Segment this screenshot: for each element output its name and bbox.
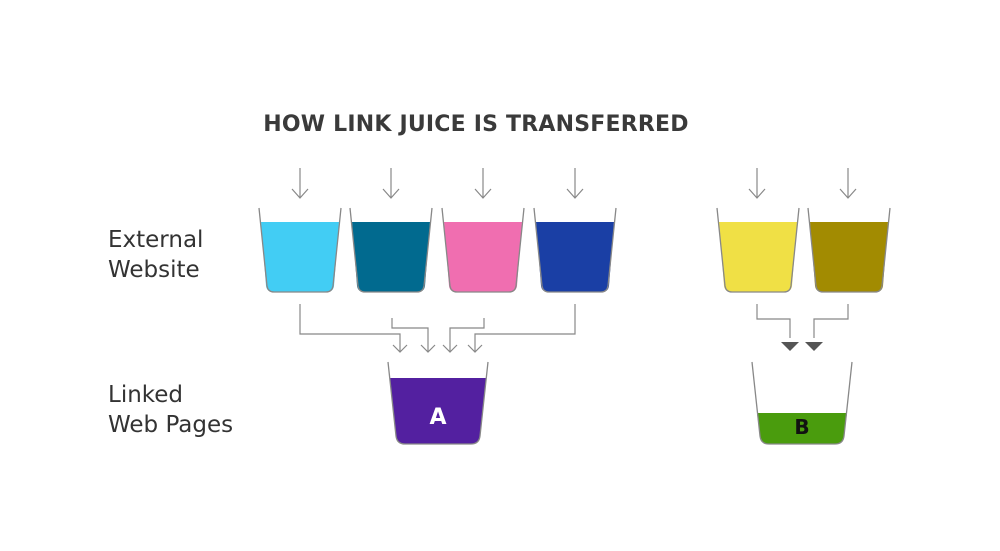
external-label-line2: Website	[108, 257, 200, 283]
page-b-label: B	[794, 415, 809, 439]
linked-label-line1: Linked	[108, 382, 184, 408]
connectors-to-page-a	[299, 304, 576, 353]
external-cup-2	[349, 207, 433, 293]
external-cup-3	[441, 207, 525, 293]
incoming-arrow-5	[748, 168, 766, 199]
external-website-label: External Website	[108, 225, 203, 285]
page-b-cup: B	[751, 361, 853, 445]
external-cup-1	[258, 207, 342, 293]
external-label-line1: External	[108, 227, 204, 253]
incoming-arrow-3	[474, 168, 492, 199]
arrowhead-b-1	[781, 342, 799, 351]
linked-web-pages-label: Linked Web Pages	[108, 380, 233, 440]
page-a-label: A	[429, 405, 446, 430]
incoming-arrow-2	[382, 168, 400, 199]
arrowhead-b-2	[805, 342, 823, 351]
incoming-arrow-1	[291, 168, 309, 199]
incoming-arrow-4	[566, 168, 584, 199]
connectors-to-page-b	[756, 304, 849, 351]
external-cup-5	[716, 207, 800, 293]
external-cup-4	[533, 207, 617, 293]
page-a-cup: A	[387, 361, 489, 445]
linked-label-line2: Web Pages	[108, 412, 234, 438]
incoming-arrow-6	[839, 168, 857, 199]
external-cup-6	[807, 207, 891, 293]
diagram-title: HOW LINK JUICE IS TRANSFERRED	[263, 112, 689, 137]
incoming-arrows	[291, 168, 857, 199]
